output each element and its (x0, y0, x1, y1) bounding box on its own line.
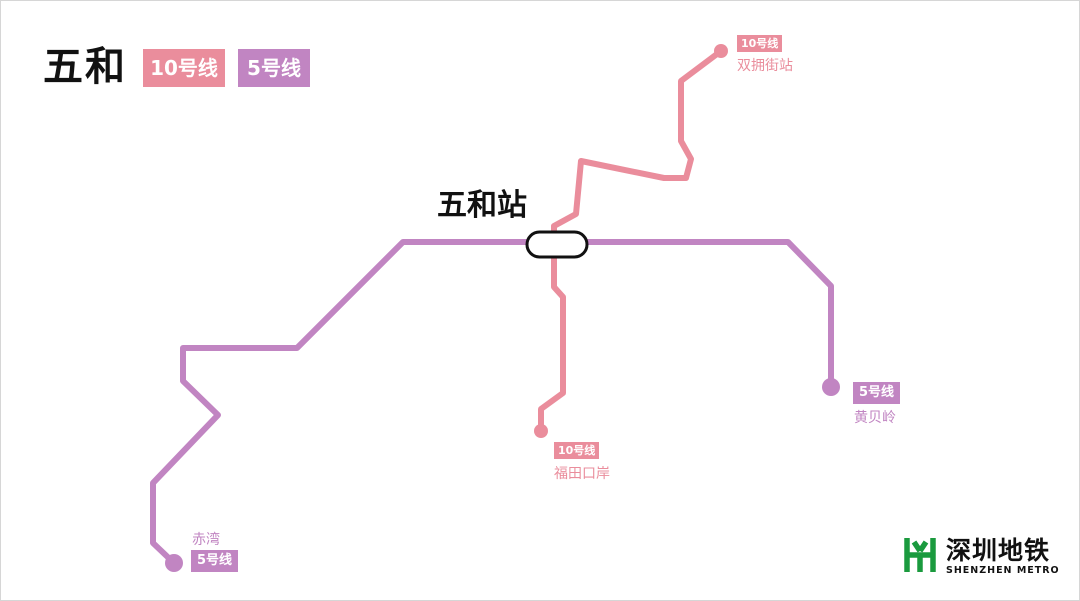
line-5-route (150, 239, 834, 566)
legend-tag-line-10: 10号线 (143, 49, 225, 87)
terminal-line-tag-futiankouan: 10号线 (554, 442, 600, 459)
terminal-line-tag-chiwan: 5号线 (191, 550, 239, 572)
interchange-marker-wuhe[interactable] (525, 230, 589, 259)
terminal-line-tag-shuangyongjie: 10号线 (737, 35, 783, 52)
terminal-dot-chiwan[interactable] (165, 554, 183, 572)
interchange-station-name: 五和站 (437, 188, 527, 223)
shenzhen-metro-logo-icon (904, 538, 936, 572)
terminal-name-shuangyongjie: 双拥街站 (737, 58, 793, 74)
page-title: 五和 (43, 44, 127, 90)
terminal-dot-shuangyongjie[interactable] (714, 44, 728, 58)
line-10-route (538, 48, 724, 434)
terminal-name-huangbeiling: 黄贝岭 (854, 410, 896, 426)
terminal-name-futiankouan: 福田口岸 (554, 466, 610, 482)
legend-tag-line-5: 5号线 (238, 49, 310, 87)
terminal-dot-futiankouan[interactable] (534, 424, 548, 438)
terminal-line-tag-huangbeiling: 5号线 (853, 382, 901, 404)
terminal-name-chiwan: 赤湾 (192, 532, 220, 548)
terminal-dot-huangbeiling[interactable] (822, 378, 840, 396)
brand-name-cn: 深圳地铁 (946, 536, 1051, 565)
brand-name-en: SHENZHEN METRO (946, 565, 1060, 576)
